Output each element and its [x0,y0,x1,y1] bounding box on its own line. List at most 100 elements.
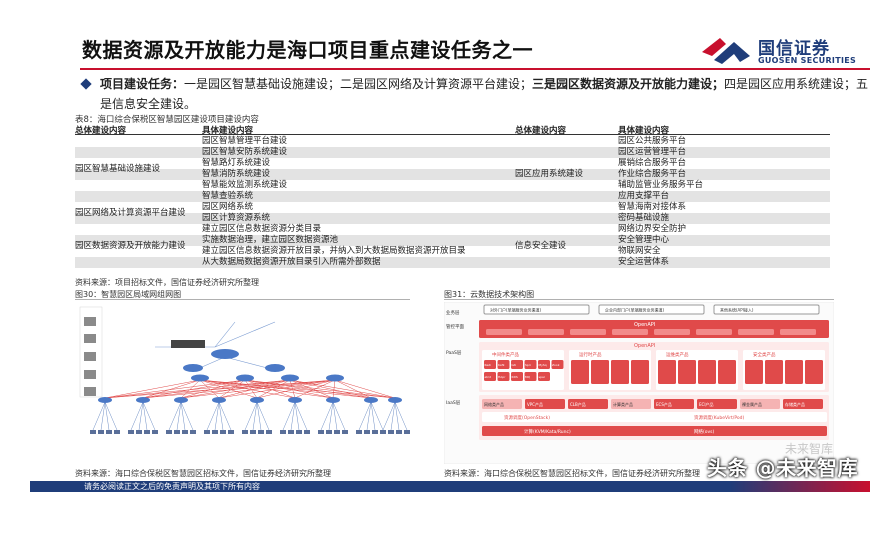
arch-paas-item [497,360,510,369]
table-cell: 园区智慧安防系统建设 [202,147,288,157]
endpoint-device-icon [288,430,294,434]
arch-paas-item [785,360,803,384]
arch-paas-item [611,360,629,384]
arch-iaas-item-label: ECS产品 [656,401,672,407]
arch-paas-item-label: Redi [485,363,492,367]
arch-iaas-item-label: 计算类产品 [613,401,633,407]
endpoint-device-icon [242,430,248,434]
server-icon [84,370,96,379]
arch-paas-item [658,360,676,384]
arch-iaas-item [740,399,780,409]
endpoint-device-icon [266,430,272,434]
table-header-rule [75,134,830,135]
arch-paas-item [678,360,696,384]
endpoint-device-icon [396,430,402,434]
arch-iaas-item-label: 存储类产品 [785,401,805,407]
arch-paas-group [656,350,738,390]
arch-control-box [570,329,606,335]
endpoint-device-icon [106,430,112,434]
arch-openapi-label: OpenAPI [634,322,655,328]
arch-paas-item-label: Zook [552,363,560,367]
access-switch-icon [136,397,150,403]
endpoint-device-icon [144,430,150,434]
brand-logo: 国信证券 GUOSEN SECURITIES [700,30,870,74]
access-switch-icon [388,397,402,403]
figure30-rule [75,299,410,300]
table-cell: 实施数据治理，建立园区数据资源池 [202,235,339,245]
table-cell: 园区网络系统 [202,202,254,212]
arch-iaas-item-label: 裸金属产品 [742,401,762,407]
table-cell: 辅助监管业务服务平台 [618,180,704,190]
endpoint-device-icon [98,430,104,434]
arch-top-label: 对外门户(单端服务业务渠道) [490,307,542,313]
arch-iaas-item [568,399,608,409]
construction-table: 总体建设内容 具体建设内容 总体建设内容 具体建设内容 园区智慧管理平台建设园区… [75,124,830,273]
arch-paas-item [497,372,510,381]
arch-paas-item [484,372,496,381]
arch-paas-group [743,350,825,390]
arch-paas-item [718,360,736,384]
arch-iaas-item [611,399,651,409]
table-cell: 智慧能效监测系统建设 [202,180,288,190]
endpoint-device-icon [152,430,158,434]
figure30-caption: 图30：智慧园区局域网组网图 [75,290,182,299]
endpoint-device-icon [326,430,332,434]
arch-paas-item [511,372,523,381]
footer-bar: 请务必阅读正文之后的免责声明及其项下所有内容 [0,481,891,494]
arch-paas-group-label: 运维类产品 [666,351,689,358]
figure31-source: 资料来源：海口综合保税区智慧园区招标文件，国信证券经济研究所整理 [444,469,700,478]
server-icon [84,334,96,343]
figure30-source: 资料来源：海口综合保税区智慧园区招标文件，国信证券经济研究所整理 [75,469,331,478]
arch-paas-item [631,360,649,384]
arch-iaas-item [482,399,522,409]
access-switch-icon [288,397,302,403]
server-icon [84,387,96,396]
arch-control-box [780,329,816,335]
table-group-label: 信息安全建设 [515,240,567,251]
bullet-text-2: 四是园区应用系统建设；五是信息安全建设。 [100,77,869,111]
endpoint-device-icon [90,430,96,434]
table-group-label: 园区智慧基础设施建设 [75,163,161,174]
arch-control-box [486,329,522,335]
access-switch-icon [212,397,226,403]
arch-layer-label: 业务层 [446,309,460,316]
arch-control-box [696,329,732,335]
arch-top-label: 其他系统(API接入) [720,307,754,313]
endpoint-device-icon [404,430,410,434]
endpoint-device-icon [182,430,188,434]
arch-resource-label: 资源调度(OpenStack) [504,414,550,421]
arch-paas-item [538,360,550,369]
table-header: 总体建设内容 [515,126,567,136]
arch-paas-item [591,360,609,384]
arch-paas-item [805,360,823,384]
arch-compute-label: 网络(ovs) [694,428,715,435]
arch-compute-row [482,426,827,436]
table-cell: 从大数据局数据资源开放目录引入所需外部数据 [202,257,381,267]
arch-layer-label: IaaS层 [446,400,461,406]
lan-network-diagram [79,306,410,434]
endpoint-device-icon [228,430,234,434]
arch-control-box [654,329,690,335]
table-cell: 作业综合服务平台 [618,169,687,179]
arch-resource-label: 资源调度(KubeVirt/Pod) [694,414,744,421]
table-header: 总体建设内容 [75,126,127,136]
table-cell: 园区公共服务平台 [618,136,687,146]
table-cell: 智慧海南对接体系 [618,202,687,212]
arch-paas-item-label: MQ [525,375,531,379]
access-switch-icon [326,397,340,403]
arch-top-label: 企业内部门户(单端服务业务渠道) [605,307,665,313]
endpoint-device-icon [128,430,134,434]
endpoint-device-icon [212,430,218,434]
server-icon [84,317,96,326]
table-cell: 安全运营体系 [618,257,670,267]
table-cell: 园区智慧管理平台建设 [202,136,288,146]
table-group-label: 园区网络及计算资源平台建设 [75,207,186,218]
page-title: 数据资源及开放能力是海口项目重点建设任务之一 [82,38,533,62]
table-cell: 智慧路灯系统建设 [202,158,271,168]
table-header: 具体建设内容 [618,126,670,136]
arch-paas-item [524,372,537,381]
aggregation-switch-icon [191,374,209,382]
arch-iaas-item-label: VPC产品 [527,401,543,407]
arch-iaas-item-label: 网络类产品 [484,401,504,407]
footer-blue-band [30,481,730,492]
